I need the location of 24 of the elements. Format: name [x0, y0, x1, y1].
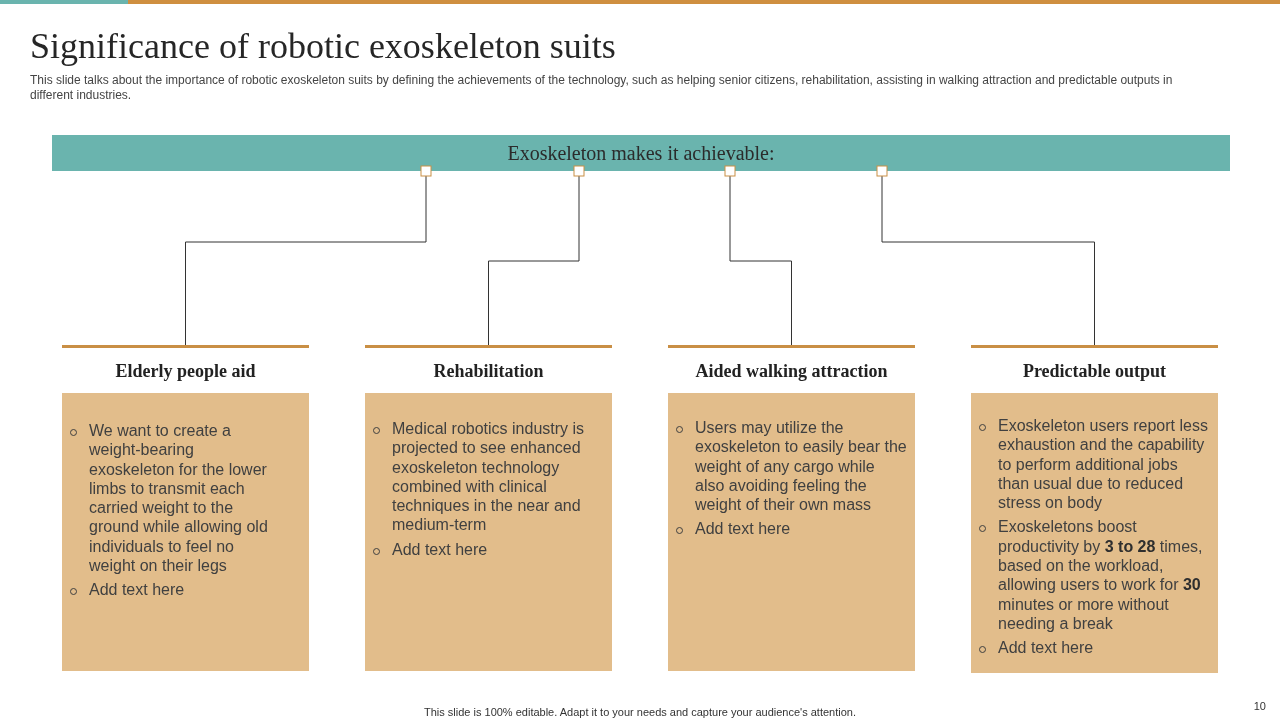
- connector-line: [724, 165, 792, 346]
- bullet-text: Exoskeletons boost productivity by 3 to 28 times, based on the workload, allowing users to work for 30 minutes or more without needing a break: [998, 517, 1204, 634]
- column-heading: Rehabilitation: [433, 359, 544, 382]
- banner-text: Exoskeleton makes it achievable:: [507, 141, 775, 165]
- bullet-text: Add text here: [695, 519, 792, 539]
- connector-line: [488, 165, 585, 346]
- bullet-text: Add text here: [998, 638, 1095, 658]
- footer-note: This slide is 100% editable. Adapt it to your needs and capture your audience's attention.: [423, 705, 857, 719]
- header-banner: [52, 135, 1230, 171]
- connector-line: [185, 165, 432, 346]
- slide-description: This slide talks about the importance of robotic exoskeleton suits by defining the achievements of the technology, such as helping senior citizens, rehabilitation, assisting in walking attraction and predictable outputs in different industries.: [30, 73, 1174, 103]
- bullet-text: Add text here: [392, 539, 489, 560]
- page-number: 10: [1252, 699, 1266, 713]
- column-heading: Aided walking attraction: [695, 359, 888, 382]
- slide-title: Significance of robotic exoskeleton suits: [30, 25, 616, 67]
- bullet-text: Medical robotics industry is projected to see enhanced exoskeleton technology combined with clinical techniques in the near and medium-term: [392, 419, 586, 535]
- info-column: [971, 345, 1218, 671]
- connector-line: [876, 165, 1095, 346]
- bullet-text: Users may utilize the exoskeleton to easily bear the weight of any cargo while also avoiding feeling the weight of their own mass: [695, 418, 907, 515]
- bullet-text: Exoskeleton users report less exhaustion and the capability to perform additional jobs than usual due to reduced stress on body: [998, 416, 1209, 513]
- column-heading: Predictable output: [1022, 359, 1167, 382]
- column-heading: Elderly people aid: [115, 359, 256, 382]
- bullet-text: We want to create a weight-bearing exoskeleton for the lower limbs to transmit each carried weight to the ground while allowing old individuals to feel no weight on their legs: [89, 421, 269, 576]
- bullet-text: Add text here: [89, 580, 186, 600]
